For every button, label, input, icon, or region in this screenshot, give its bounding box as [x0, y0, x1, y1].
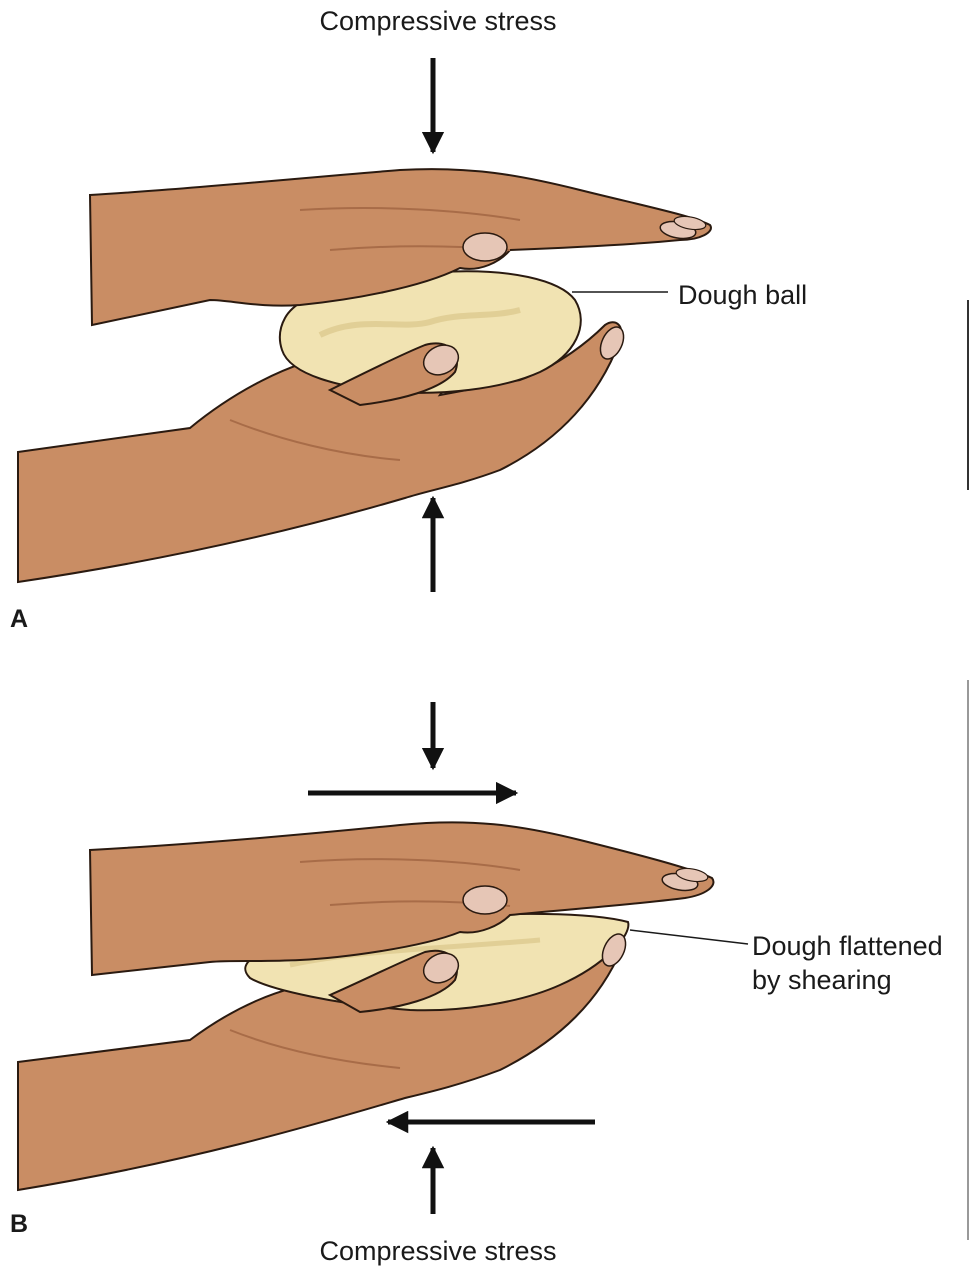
- panel-label-a: A: [10, 605, 28, 634]
- label-compressive-stress-bottom: Compressive stress: [0, 1236, 876, 1267]
- label-dough-flattened: Dough flattened by shearing: [752, 929, 943, 997]
- panel-label-b: B: [10, 1210, 28, 1239]
- label-dough-ball: Dough ball: [678, 280, 807, 311]
- fingernail-b1: [463, 886, 507, 914]
- label-dough-flattened-line2: by shearing: [752, 963, 943, 997]
- leader-dough-flattened: [630, 930, 748, 944]
- label-dough-flattened-line1: Dough flattened: [752, 929, 943, 963]
- panel-a: [18, 58, 711, 592]
- label-compressive-stress-top: Compressive stress: [0, 6, 876, 37]
- panel-b: [18, 702, 748, 1214]
- fingernail-a1: [463, 233, 507, 261]
